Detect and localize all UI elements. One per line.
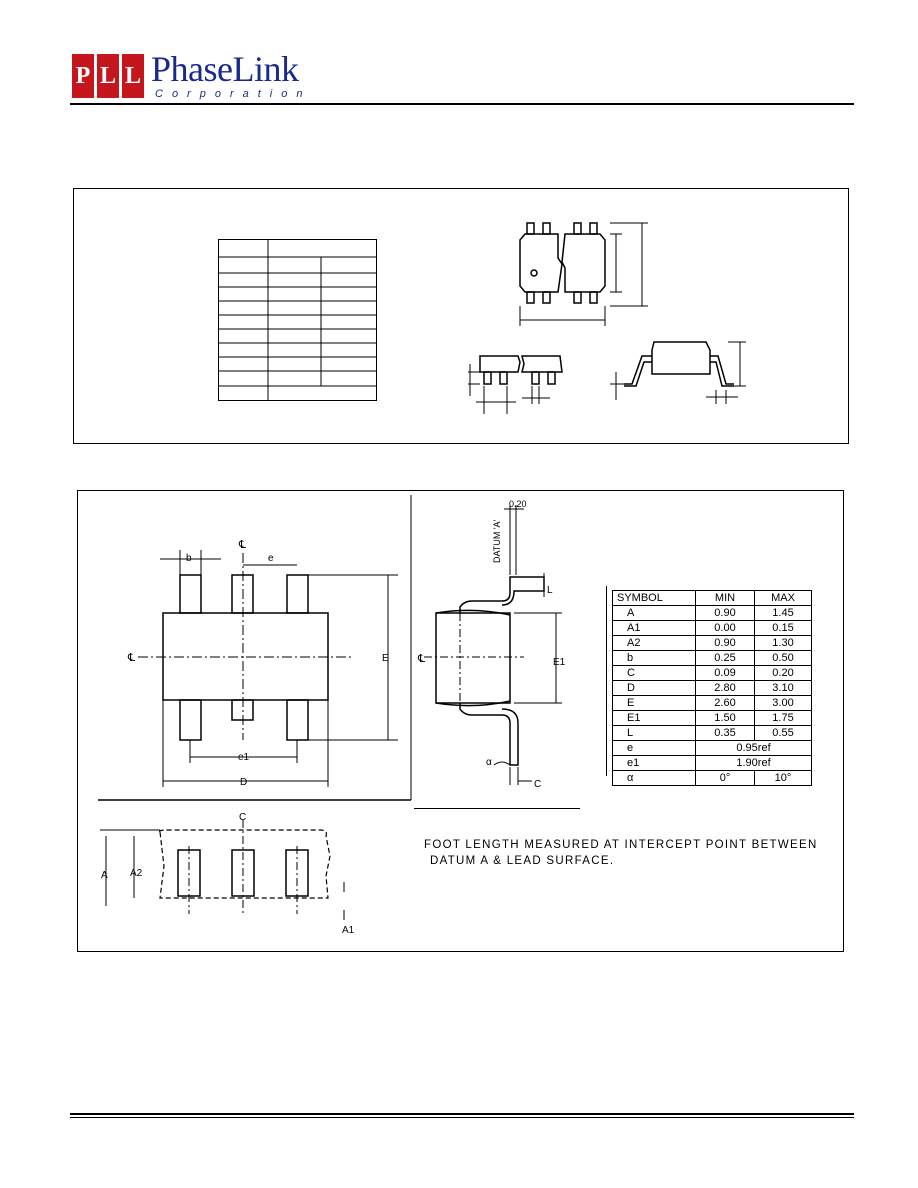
blank-dimension-table (218, 239, 377, 401)
label-E1: E1 (553, 657, 566, 668)
top-view-sketch (519, 222, 648, 326)
note-line-1: FOOT LENGTH MEASURED AT INTERCEPT POINT … (424, 839, 818, 851)
cell-min: 2.60 (695, 695, 755, 711)
cell-symbol: E1 (612, 710, 696, 726)
cell-symbol: e1 (612, 755, 696, 771)
label-e: e (268, 553, 274, 564)
cell-symbol: A (612, 605, 696, 621)
package-top-view: b ℄ e E ℄ e1 D (98, 495, 412, 801)
label-D: D (240, 777, 247, 788)
front-view-sketch (468, 355, 563, 414)
footer-rule-thick (70, 1113, 854, 1115)
label-E: E (382, 653, 389, 664)
side-view-sketch (610, 341, 746, 404)
footer-rule-thin (70, 1117, 854, 1118)
bottom-panel (77, 490, 844, 952)
note-line-2: DATUM A & LEAD SURFACE. (430, 855, 615, 867)
label-e1: e1 (238, 752, 250, 763)
cell-symbol: C (612, 665, 696, 681)
cell-symbol: A2 (612, 635, 696, 651)
label-datum: DATUM 'A' (492, 519, 502, 563)
cell-max: 0.50 (754, 650, 812, 666)
logo-letter-l1: L (97, 54, 119, 98)
cell-max: 0.20 (754, 665, 812, 681)
cell-min: 0° (695, 770, 755, 786)
cell-max: 1.45 (754, 605, 812, 621)
label-C-front: C (239, 812, 246, 823)
logo-letter-p: P (72, 54, 94, 98)
cell-max: 3.00 (754, 695, 812, 711)
cell-max: 1.30 (754, 635, 812, 651)
cell-ref: 1.90ref (695, 755, 812, 771)
cell-ref: 0.95ref (695, 740, 812, 756)
header-min: MIN (695, 590, 755, 606)
cell-min: 0.09 (695, 665, 755, 681)
cell-max: 0.55 (754, 725, 812, 741)
cell-min: 0.90 (695, 605, 755, 621)
cell-symbol: E (612, 695, 696, 711)
cell-max: 10° (754, 770, 812, 786)
label-b: b (186, 553, 192, 564)
header-symbol: SYMBOL (612, 590, 696, 606)
table-side-rule (606, 586, 607, 776)
table-header-row: SYMBOL MIN MAX (612, 590, 812, 606)
label-A1: A1 (342, 925, 355, 936)
logo-letter-l2: L (122, 54, 144, 98)
cell-symbol: D (612, 680, 696, 696)
cell-symbol: b (612, 650, 696, 666)
header-max: MAX (754, 590, 812, 606)
cell-max: 1.75 (754, 710, 812, 726)
cell-symbol: L (612, 725, 696, 741)
cell-min: 0.00 (695, 620, 755, 636)
label-L: L (547, 585, 553, 596)
cell-max: 3.10 (754, 680, 812, 696)
cell-symbol: α (612, 770, 696, 786)
cell-max: 0.15 (754, 620, 812, 636)
package-side-view: DATUM 'A' 0.20 L E1 ℄ α C (417, 499, 566, 790)
cell-min: 0.25 (695, 650, 755, 666)
cell-symbol: A1 (612, 620, 696, 636)
header-rule (70, 103, 854, 105)
cell-min: 0.35 (695, 725, 755, 741)
top-panel (73, 188, 849, 444)
cell-min: 1.50 (695, 710, 755, 726)
brand-name: PhaseLink (151, 49, 299, 89)
package-front-view: C A A2 A1 (100, 812, 355, 936)
cell-min: 2.80 (695, 680, 755, 696)
label-C: C (534, 779, 541, 790)
cell-min: 0.90 (695, 635, 755, 651)
label-tolerance: 0.20 (509, 499, 527, 509)
label-A2: A2 (130, 868, 143, 879)
label-centerline-top: ℄ (238, 539, 246, 551)
label-A: A (101, 870, 108, 881)
label-centerline-left: ℄ (127, 652, 135, 664)
label-centerline-side: ℄ (417, 653, 425, 665)
brand-subtitle: Corporation (155, 88, 312, 100)
label-alpha: α (486, 757, 492, 768)
cell-symbol: e (612, 740, 696, 756)
note-rule (414, 808, 580, 809)
